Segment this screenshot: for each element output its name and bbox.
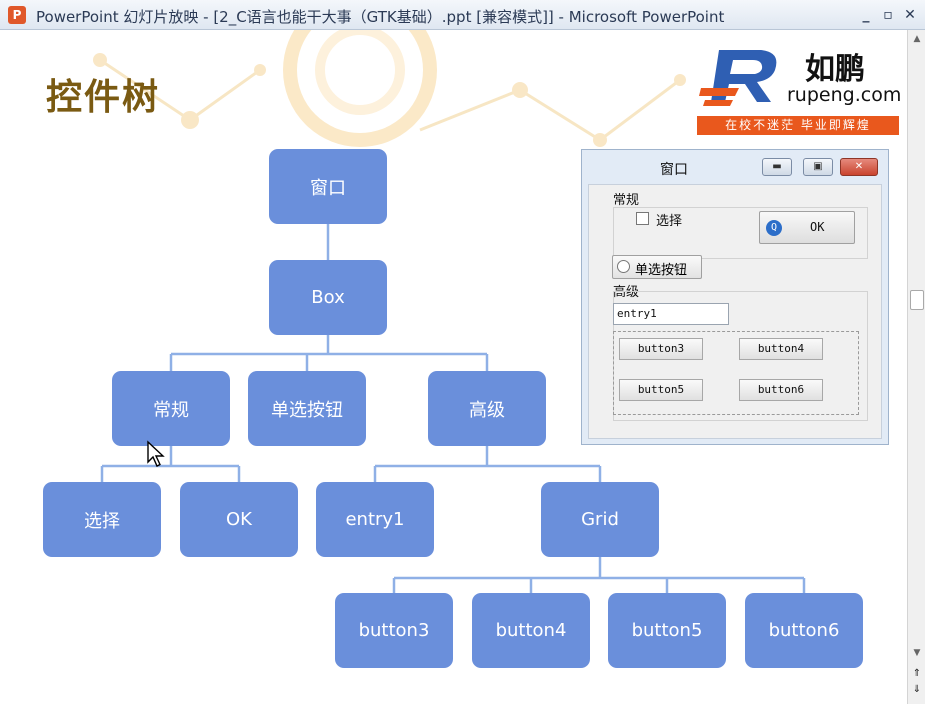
tree-node-button4: button4 (472, 593, 590, 668)
background-decoration (93, 30, 686, 147)
close-button[interactable]: ✕ (904, 7, 916, 23)
demo-window-titlebar: 窗口 ▬ ▣ ✕ (582, 150, 888, 186)
entry1-field[interactable]: entry1 (613, 303, 729, 325)
minimize-button[interactable]: _ (862, 7, 870, 23)
ok-button[interactable]: Q OK (759, 211, 855, 244)
slide-title: 控件树 (46, 77, 161, 118)
logo-domain: rupeng.com (787, 84, 902, 106)
tree-node-button6: button6 (745, 593, 863, 668)
frame-general (613, 207, 868, 259)
next-slide-icon[interactable]: ⇓ (912, 684, 922, 695)
vertical-scrollbar[interactable]: ▲ ▼ ⇑ ⇓ (907, 30, 925, 704)
tree-node-button3: button3 (335, 593, 453, 668)
rupeng-logo: 如鹏 rupeng.com 在校不迷茫 毕业即辉煌 (695, 40, 905, 135)
tree-node-window: 窗口 (269, 149, 387, 224)
scroll-up-icon[interactable]: ▲ (913, 34, 921, 44)
rupeng-logo-mark-icon (699, 50, 777, 106)
maximize-button[interactable]: ▫ (883, 7, 893, 23)
tree-node-box: Box (269, 260, 387, 335)
demo-window: 窗口 ▬ ▣ ✕ 常规 选择 Q OK 单选按钮 高级 entry1 butto… (581, 149, 889, 445)
tree-node-button5: button5 (608, 593, 726, 668)
logo-slogan: 在校不迷茫 毕业即辉煌 (697, 116, 899, 135)
tree-node-select: 选择 (43, 482, 161, 557)
demo-close-icon[interactable]: ✕ (840, 158, 878, 176)
select-checkbox[interactable] (636, 212, 649, 225)
checkbox-label: 选择 (656, 214, 683, 229)
slide: 控件树 如鹏 rupeng.com 在校不迷茫 毕业即辉煌 (0, 30, 907, 704)
grid-container (613, 331, 859, 415)
demo-window-title: 窗口 (660, 162, 688, 178)
powerpoint-icon: P (8, 6, 26, 24)
tree-node-grid: Grid (541, 482, 659, 557)
scroll-thumb[interactable] (910, 290, 924, 310)
ok-button-label: OK (810, 220, 825, 234)
logo-name: 如鹏 (805, 52, 865, 87)
title-bar: P PowerPoint 幻灯片放映 - [2_C语言也能干大事（GTK基础）.… (0, 0, 925, 30)
search-icon: Q (766, 220, 782, 236)
tree-node-ok: OK (180, 482, 298, 557)
scroll-down-icon[interactable]: ▼ (913, 648, 921, 658)
frame-advanced-label: 高级 (613, 285, 640, 300)
tree-node-advanced: 高级 (428, 371, 546, 446)
radio-button[interactable]: 单选按钮 (612, 255, 702, 279)
radio-circle-icon (617, 260, 630, 273)
tree-node-radio-button: 单选按钮 (248, 371, 366, 446)
tree-node-entry1: entry1 (316, 482, 434, 557)
radio-button-label: 单选按钮 (635, 263, 688, 278)
tree-connectors (100, 223, 806, 593)
grid-button6[interactable]: button6 (739, 379, 823, 401)
demo-minimize-icon[interactable]: ▬ (762, 158, 792, 176)
previous-slide-icon[interactable]: ⇑ (912, 668, 922, 679)
demo-window-body: 常规 选择 Q OK 单选按钮 高级 entry1 button3 button… (588, 184, 882, 439)
tree-node-general: 常规 (112, 371, 230, 446)
window-title: PowerPoint 幻灯片放映 - [2_C语言也能干大事（GTK基础）.pp… (36, 8, 725, 26)
grid-button5[interactable]: button5 (619, 379, 703, 401)
mouse-cursor-icon (147, 440, 165, 467)
grid-button4[interactable]: button4 (739, 338, 823, 360)
frame-general-label: 常规 (613, 193, 640, 208)
grid-button3[interactable]: button3 (619, 338, 703, 360)
demo-maximize-icon[interactable]: ▣ (803, 158, 833, 176)
